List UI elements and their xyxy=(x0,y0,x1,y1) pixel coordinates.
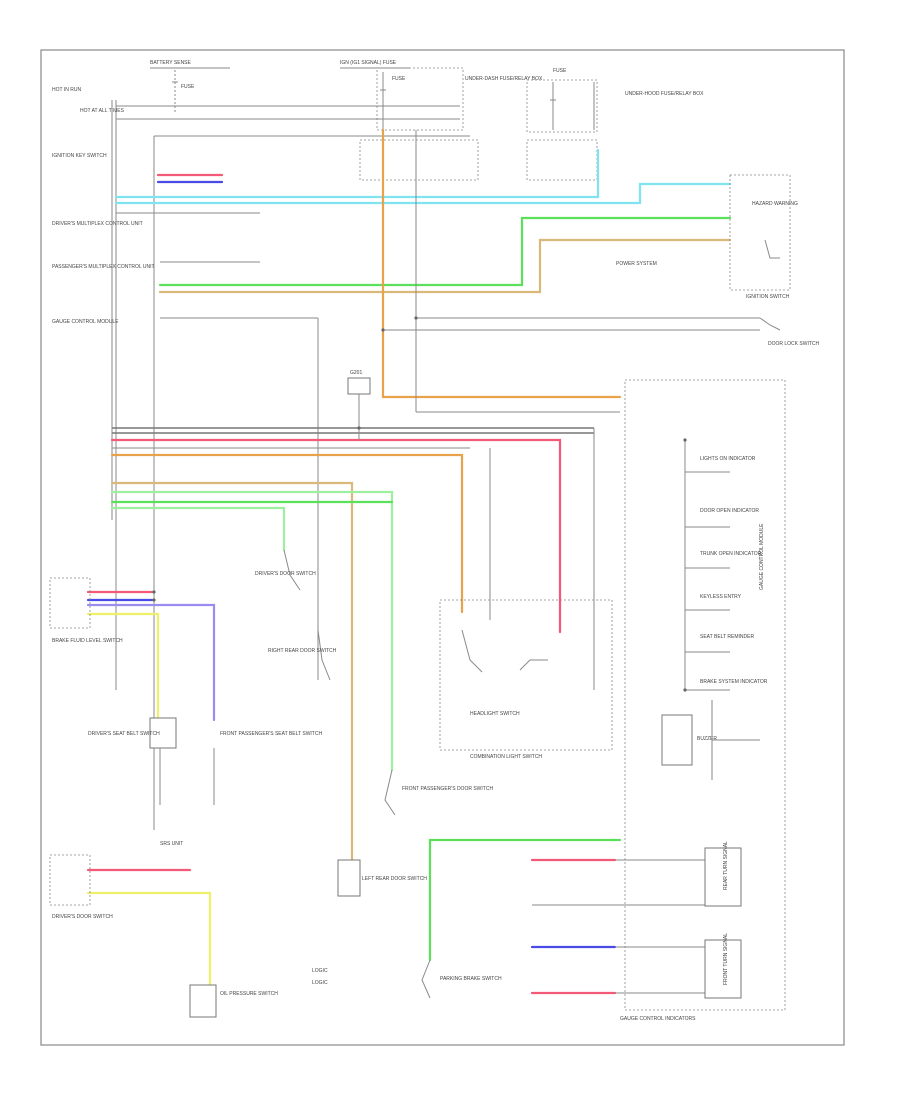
label-gauge-assy: GAUGE CONTROL MODULE xyxy=(52,319,119,325)
label-battery-sense: BATTERY SENSE xyxy=(150,60,192,66)
left-column: IGNITION KEY SWITCH DRIVER'S MULTIPLEX C… xyxy=(52,100,470,830)
left-bottom-connector xyxy=(49,854,91,906)
buzzer-box xyxy=(661,714,693,766)
label-ground: G201 xyxy=(350,370,362,376)
fuse-block-center xyxy=(376,67,464,131)
label-lamp-front: FRONT TURN SIGNAL xyxy=(723,933,729,985)
left-rear-door-switch xyxy=(337,859,361,897)
label-gauge-ctrl: GAUGE CONTROL MODULE xyxy=(759,523,765,590)
gauge-module-box xyxy=(624,379,786,1011)
label-relay-control: GAUGE CONTROL INDICATORS xyxy=(620,1016,696,1022)
components: HAZARD WARNING IGNITION SWITCH POWER SYS… xyxy=(49,174,820,1018)
ignition-switch-box xyxy=(729,174,791,291)
oil-pressure-switch xyxy=(189,984,217,1018)
legend-1: LOGIC xyxy=(312,968,328,974)
label-door-open: DOOR OPEN INDICATOR xyxy=(700,508,759,514)
label-ign-switch: IGNITION SWITCH xyxy=(746,294,790,300)
label-lights-on: LIGHTS ON INDICATOR xyxy=(700,456,756,462)
label-trunk-open: TRUNK OPEN INDICATOR xyxy=(700,551,762,557)
label-passenger-door: FRONT PASSENGER'S DOOR SWITCH xyxy=(402,786,493,792)
label-rear-door-r: RIGHT REAR DOOR SWITCH xyxy=(268,648,337,654)
label-fuse-c: FUSE xyxy=(553,68,567,74)
label-hazard: HAZARD WARNING xyxy=(752,201,798,207)
label-lamp-rear: REAR TURN SIGNAL xyxy=(723,841,729,890)
label-door-switch-assy: DRIVER'S DOOR SWITCH xyxy=(52,914,113,920)
label-fuse-b: FUSE xyxy=(392,76,406,82)
label-seat-belt-ind: SEAT BELT REMINDER xyxy=(700,634,754,640)
label-combination-switch: COMBINATION LIGHT SWITCH xyxy=(470,754,542,760)
label-under-hood: UNDER-HOOD FUSE/RELAY BOX xyxy=(625,91,704,97)
label-parking-brake: PARKING BRAKE SWITCH xyxy=(440,976,502,982)
label-buzzer: BUZZER xyxy=(697,736,717,742)
ground-box xyxy=(347,377,371,395)
label-srs-unit: SRS UNIT xyxy=(160,841,183,847)
top-fuse-area: BATTERY SENSE IGN (IG1 SIGNAL) FUSE HOT … xyxy=(52,60,704,690)
fuse-block-right xyxy=(526,79,598,133)
module-top-box-right xyxy=(526,139,598,181)
label-key-switch: IGNITION KEY SWITCH xyxy=(52,153,107,159)
combination-switch-box xyxy=(439,599,613,751)
gauge-module: GAUGE CONTROL INDICATORS LIGHTS ON INDIC… xyxy=(620,379,786,1022)
seat-belt-switch-l xyxy=(149,717,177,749)
label-driver-door: DRIVER'S DOOR SWITCH xyxy=(255,571,316,577)
label-hot-all: HOT AT ALL TIMES xyxy=(80,108,125,114)
label-driver-multi: DRIVER'S MULTIPLEX CONTROL UNIT xyxy=(52,221,143,227)
left-connector xyxy=(49,577,91,629)
label-keyless: KEYLESS ENTRY xyxy=(700,594,742,600)
label-pwr-sys: POWER SYSTEM xyxy=(616,261,657,267)
front-turn-lamp xyxy=(704,939,742,999)
module-top-box xyxy=(359,139,479,181)
label-door-lock: DOOR LOCK SWITCH xyxy=(768,341,820,347)
rear-turn-lamp xyxy=(704,847,742,907)
label-brake-fluid: BRAKE FLUID LEVEL SWITCH xyxy=(52,638,123,644)
label-oil-pressure: OIL PRESSURE SWITCH xyxy=(220,991,278,997)
label-hot-run: HOT IN RUN xyxy=(52,87,81,93)
diagram-frame xyxy=(40,49,845,1046)
label-pass-multi: PASSENGER'S MULTIPLEX CONTROL UNIT xyxy=(52,264,155,270)
label-headlight-switch: HEADLIGHT SWITCH xyxy=(470,711,520,717)
label-ign-fuse: IGN (IG1 SIGNAL) FUSE xyxy=(340,60,397,66)
legend-2: LOGIC xyxy=(312,980,328,986)
label-fuse-a: FUSE xyxy=(181,84,195,90)
label-rear-door-l: LEFT REAR DOOR SWITCH xyxy=(362,876,427,882)
label-seat-belt-l: DRIVER'S SEAT BELT SWITCH xyxy=(88,731,160,737)
label-seat-belt-r: FRONT PASSENGER'S SEAT BELT SWITCH xyxy=(220,731,322,737)
wires xyxy=(86,128,760,995)
label-brake-ind: BRAKE SYSTEM INDICATOR xyxy=(700,679,768,685)
junction-dots xyxy=(152,316,687,692)
label-pwr-dist: UNDER-DASH FUSE/RELAY BOX xyxy=(465,76,543,82)
